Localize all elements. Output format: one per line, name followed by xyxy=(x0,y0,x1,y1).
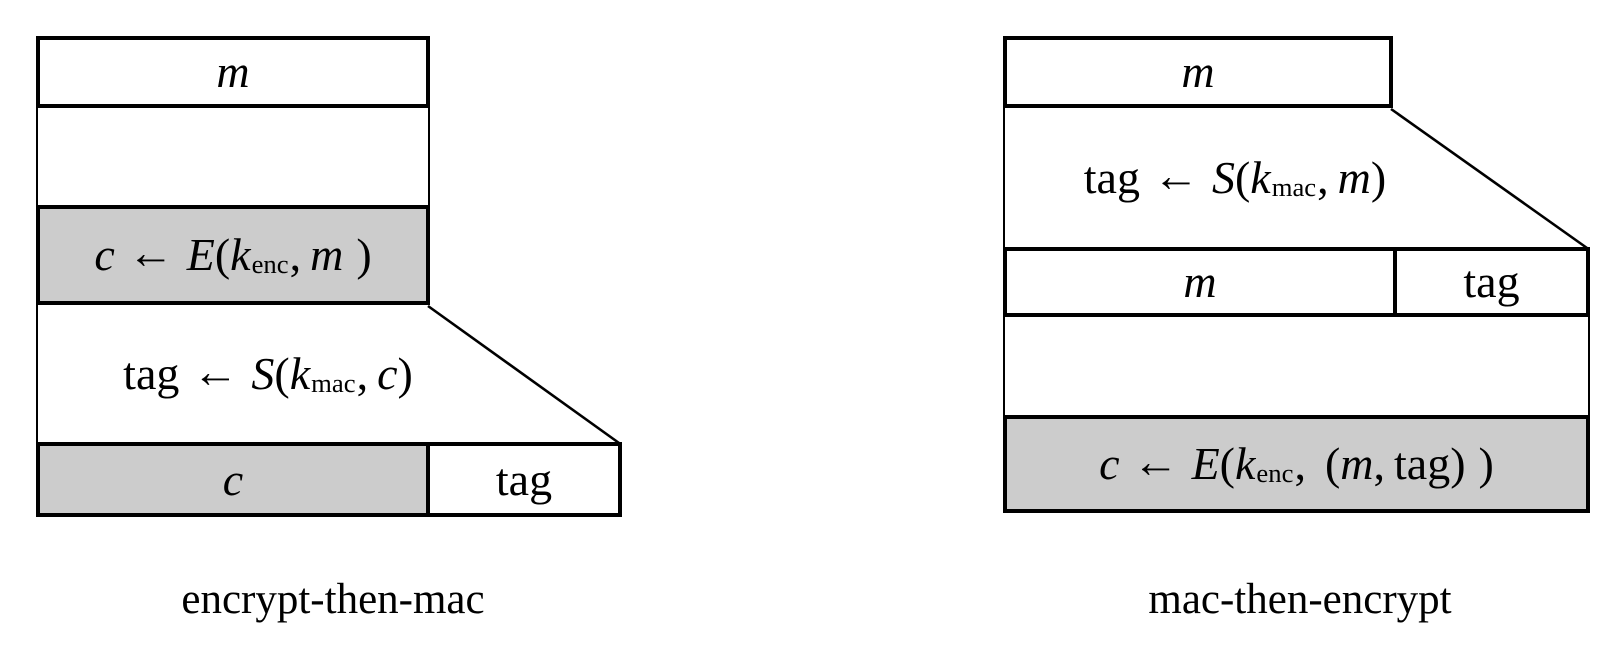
right-encrypt-open-paren: ( xyxy=(1219,438,1235,489)
left-mac-key: k xyxy=(289,347,311,399)
left-output-tag-label: tag xyxy=(495,453,553,505)
right-mac-open-paren: ( xyxy=(1234,151,1251,203)
right-middle-row: m tag xyxy=(1003,247,1590,317)
right-encrypt-comma: , xyxy=(1294,438,1306,489)
right-mac-comma: , xyxy=(1317,151,1329,203)
left-gap-region xyxy=(36,106,430,207)
right-encrypt-func: E xyxy=(1191,438,1220,489)
left-encrypt-arg: m xyxy=(310,229,344,280)
left-encrypt-func: E xyxy=(186,229,215,280)
right-message-text: m xyxy=(1181,46,1215,97)
left-encrypt-expression: c ← E ( k enc , m ) xyxy=(94,227,372,280)
left-output-row: c tag xyxy=(36,442,622,517)
right-encrypt-box: c ← E ( k enc , ( m , tag ) ) xyxy=(1003,415,1590,513)
right-encrypt-key: k xyxy=(1235,438,1256,489)
left-caption: encrypt-then-mac xyxy=(181,576,485,623)
right-mac-arg: m xyxy=(1337,151,1371,203)
right-mac-expression: tag ← S ( k mac , m ) xyxy=(1083,149,1387,203)
left-message-text: m xyxy=(216,46,250,97)
left-arrow-icon: ← xyxy=(127,227,174,278)
left-mac-open-paren: ( xyxy=(274,347,290,399)
right-gap-region xyxy=(1003,317,1590,415)
left-output-c-text: c xyxy=(222,453,244,505)
right-mac-lhs: tag xyxy=(1083,151,1140,203)
left-encrypt-box: c ← E ( k enc , m ) xyxy=(36,205,430,305)
right-message-label: m xyxy=(1181,49,1214,95)
left-mac-arg: c xyxy=(377,347,398,399)
left-encrypt-lhs: c xyxy=(94,229,115,280)
right-middle-m-label: m xyxy=(1183,259,1216,305)
right-tuple-tag: tag xyxy=(1394,438,1451,489)
left-encrypt-open-paren: ( xyxy=(214,229,231,280)
right-tuple-m: m xyxy=(1340,438,1374,489)
right-mac-func: S xyxy=(1211,151,1235,203)
left-mac-expression: tag ← S ( k mac , c ) xyxy=(123,345,413,399)
right-mac-key: k xyxy=(1250,151,1271,203)
right-middle-tag-text: tag xyxy=(1463,256,1520,307)
left-output-cell-tag: tag xyxy=(430,446,618,513)
right-encrypt-expression: c ← E ( k enc , ( m , tag ) ) xyxy=(1099,436,1494,489)
right-tuple-comma: , xyxy=(1373,438,1386,489)
left-encrypt-comma: , xyxy=(289,229,302,280)
left-message-box: m xyxy=(36,36,430,108)
left-output-tag-text: tag xyxy=(495,453,553,505)
left-output-c-label: c xyxy=(222,453,244,505)
right-arrow-icon: ← xyxy=(1132,436,1179,487)
left-message-label: m xyxy=(216,49,249,95)
right-middle-tag-label: tag xyxy=(1463,259,1519,305)
right-message-box: m xyxy=(1003,36,1393,108)
right-mac-arrow-icon: ← xyxy=(1152,149,1199,201)
right-encrypt-lhs: c xyxy=(1099,438,1120,489)
left-encrypt-close-paren: ) xyxy=(356,229,372,280)
left-mac-region: tag ← S ( k mac , c ) xyxy=(36,305,498,442)
left-encrypt-key: k xyxy=(230,229,251,280)
right-caption: mac-then-encrypt xyxy=(1148,576,1452,623)
left-output-cell-c: c xyxy=(40,446,430,513)
left-mac-close-paren: ) xyxy=(397,347,413,399)
right-middle-cell-m: m xyxy=(1007,251,1397,313)
right-tuple-close-paren: ) xyxy=(1450,438,1466,489)
right-middle-cell-tag: tag xyxy=(1397,251,1586,313)
right-mac-region: tag ← S ( k mac , m ) xyxy=(1003,108,1465,247)
left-mac-comma: , xyxy=(356,347,369,399)
left-mac-arrow-icon: ← xyxy=(192,345,239,397)
left-mac-lhs: tag xyxy=(123,347,180,399)
right-tuple-open-paren: ( xyxy=(1324,438,1341,489)
right-middle-m-text: m xyxy=(1183,256,1217,307)
right-encrypt-close-paren: ) xyxy=(1478,438,1494,489)
right-mac-close-paren: ) xyxy=(1370,151,1387,203)
left-mac-func: S xyxy=(251,347,275,399)
